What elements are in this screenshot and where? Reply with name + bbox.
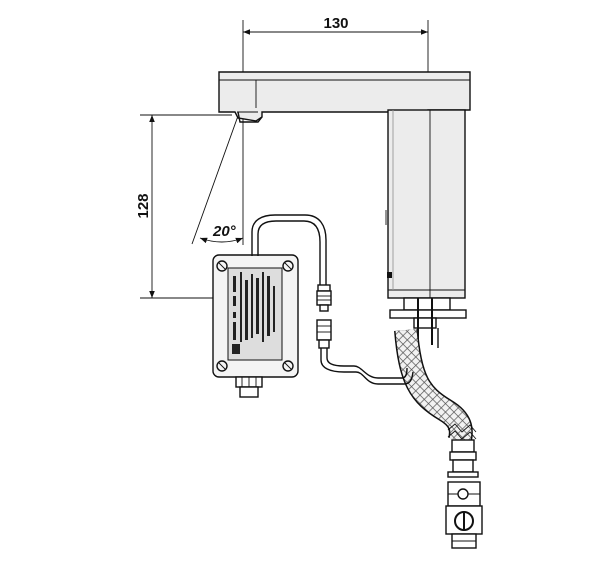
angle-label: 20° — [212, 223, 237, 240]
sensor-window — [387, 272, 392, 278]
hose-connector — [447, 439, 479, 478]
cable-plug-lower — [316, 319, 332, 341]
spray-angle-indicator: 20° — [191, 98, 244, 245]
stop-valve — [445, 481, 483, 549]
control-box — [212, 254, 299, 398]
cable-plug-upper — [316, 290, 332, 306]
faucet-spout — [218, 71, 471, 123]
braided-hose — [394, 328, 477, 443]
width-dimension-label: 130 — [323, 15, 348, 32]
mounting-flange — [389, 297, 467, 348]
height-dimension-label: 128 — [135, 193, 152, 218]
sensor-cable — [251, 214, 414, 385]
width-dimension: 130 — [242, 15, 429, 72]
height-dimension: 128 — [135, 114, 232, 299]
faucet-column — [385, 109, 466, 299]
rating-plate-markings — [232, 272, 275, 354]
